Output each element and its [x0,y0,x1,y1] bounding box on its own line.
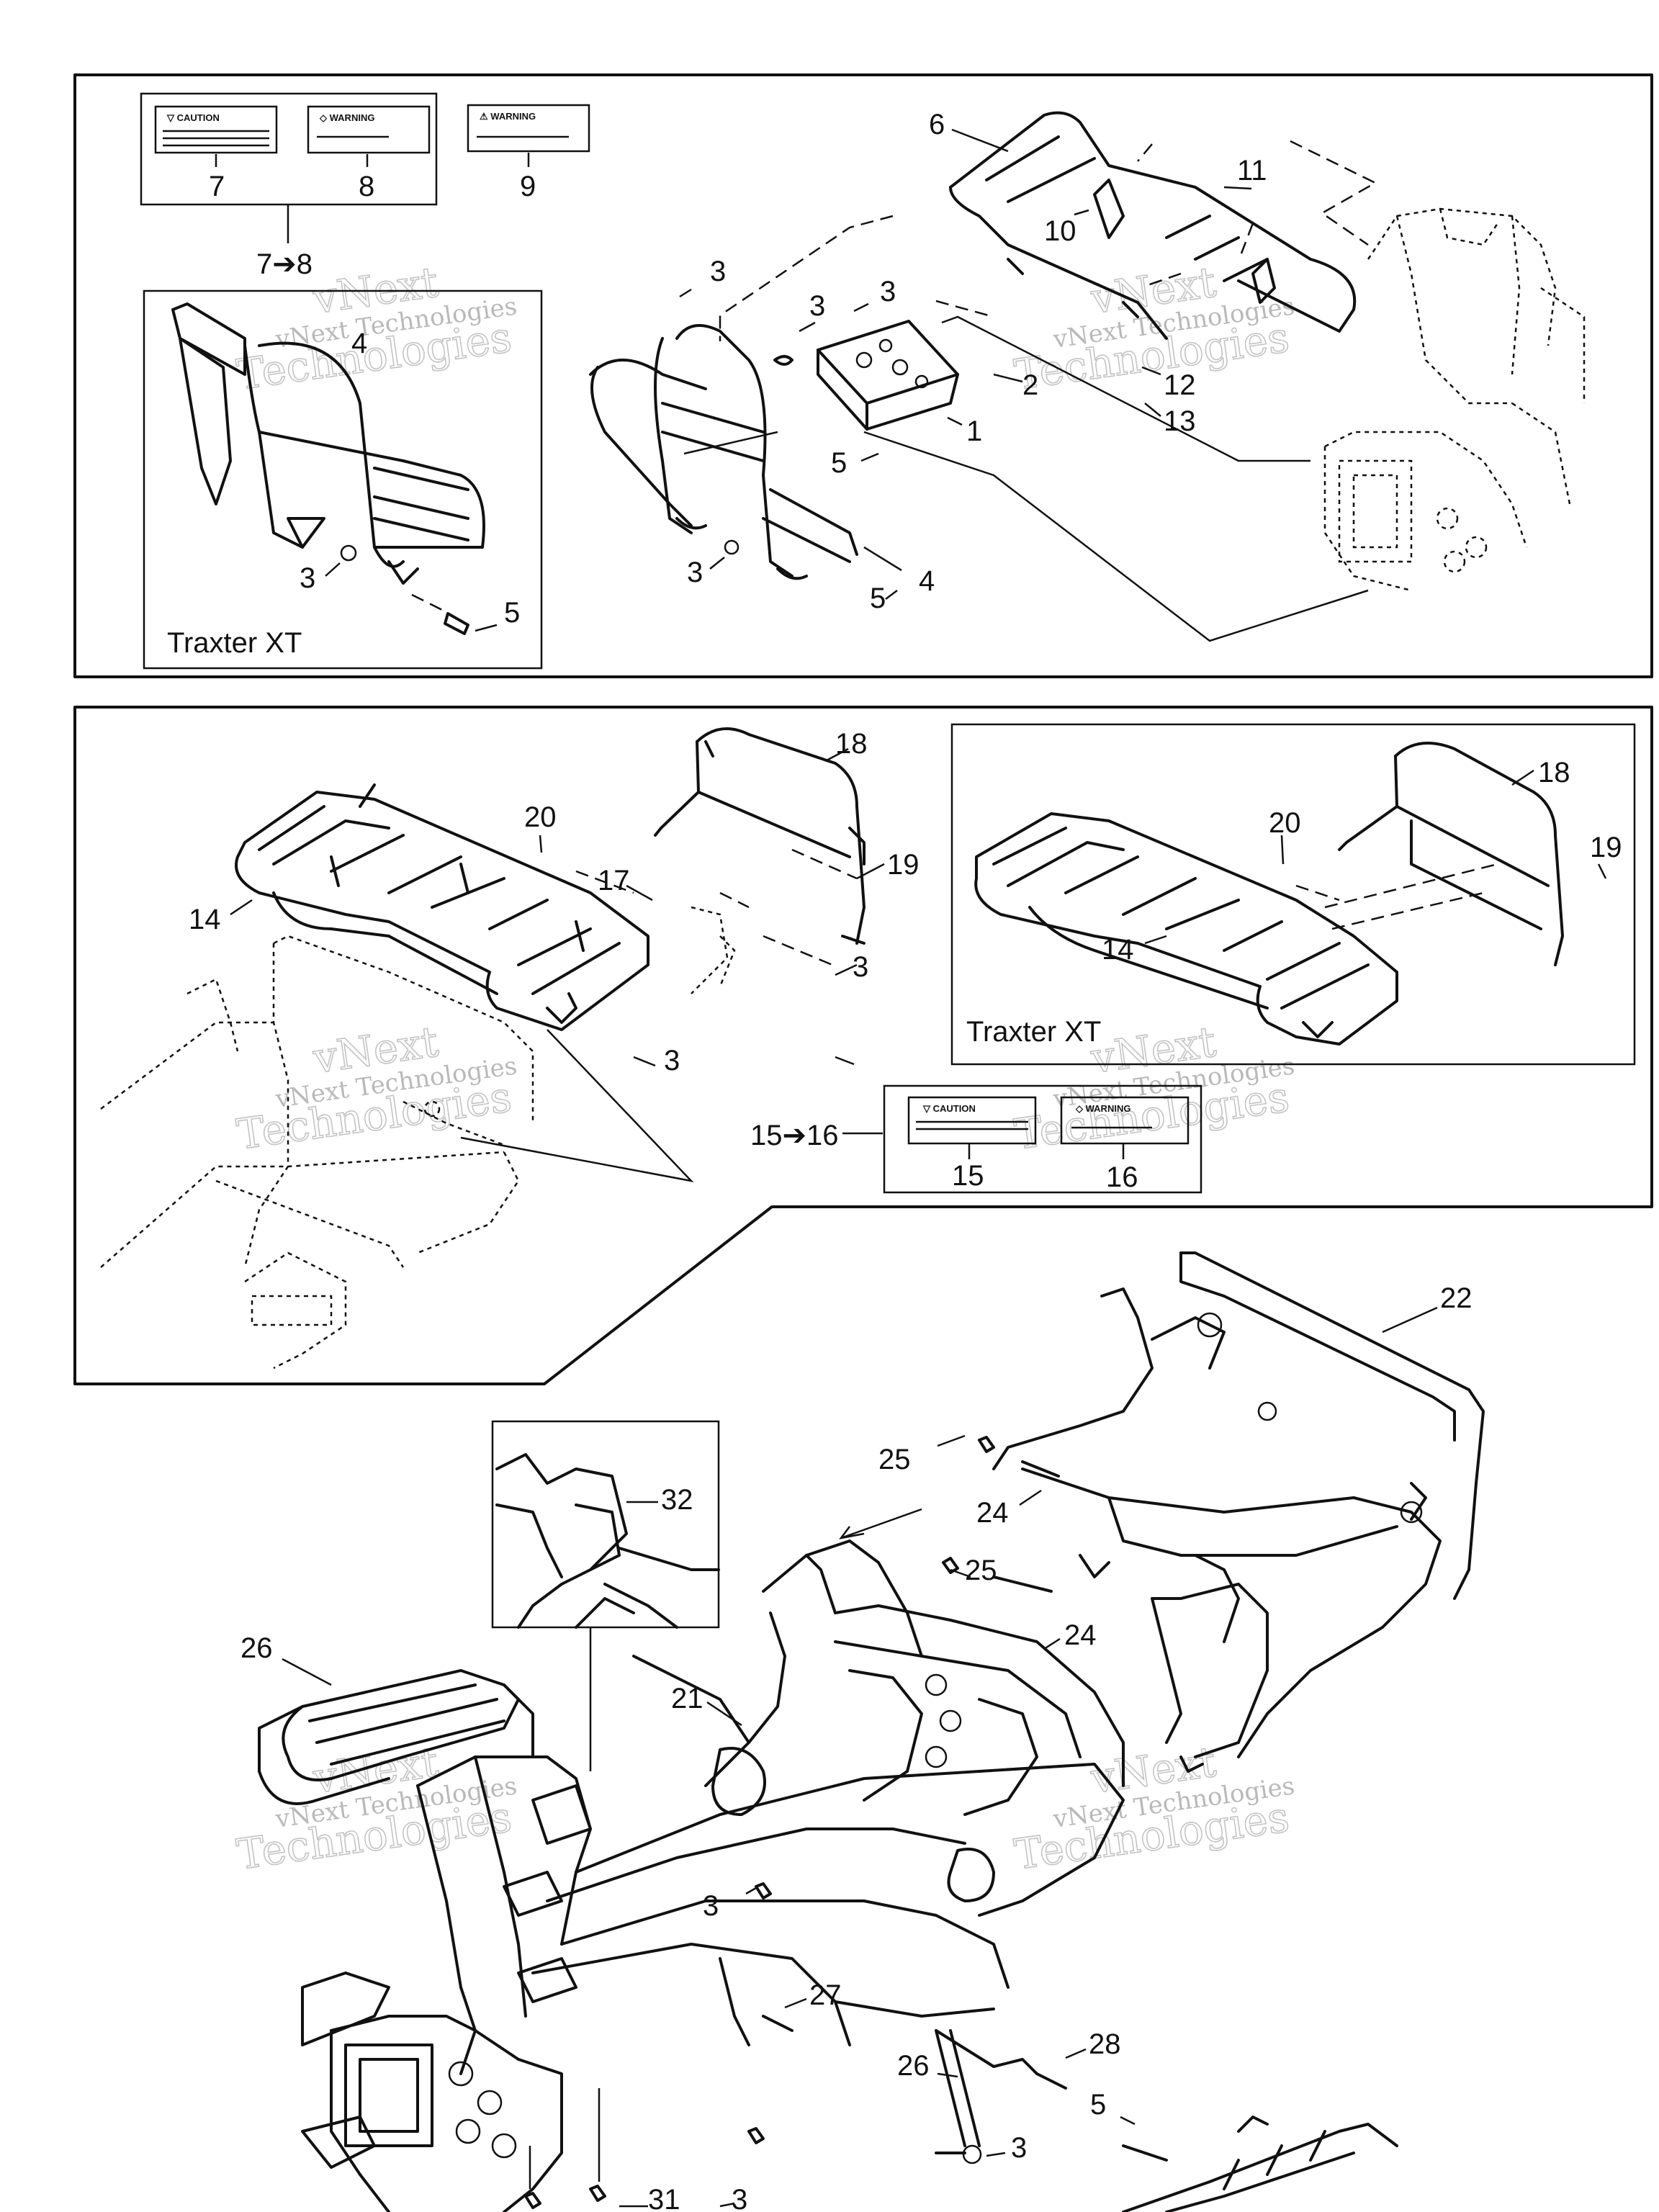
callout-11: 11 [1237,155,1267,186]
callout-10: 10 [1044,215,1076,247]
callout-13: 13 [1164,405,1196,437]
main-frame-drawing [531,1539,1125,2046]
callout-19-inset: 19 [1590,832,1622,863]
callout-17: 17 [598,865,630,896]
callout-4-inset: 4 [351,328,367,359]
top-leaders [325,128,1252,632]
rear-rack-drawing [235,783,649,1031]
callout-22: 22 [1440,1282,1473,1314]
decal-16: ◇ WARNING [1060,1096,1190,1145]
front-bumper-xt-drawing [171,302,485,635]
decal-9: ⚠ WARNING [467,104,590,153]
callout-24-b: 25 [965,1555,997,1586]
decal-group-frame [140,92,438,206]
callout-25: 26 [240,1632,273,1664]
callout-19: 19 [887,849,920,881]
bottom-callouts: 22 25 24 25 24 32 26 21 3 27 26 28 3 5 3… [240,1282,1473,2212]
rear-rack-top-drawing [949,111,1357,340]
callout-21: 21 [671,1683,703,1714]
detail-32-drawing [495,1453,720,1629]
side-footrest-drawing [1122,2116,1398,2212]
detail-box-32 [491,1420,720,1629]
grab-bar-drawing [654,727,866,945]
callout-23-b: 24 [1064,1619,1097,1651]
callout-14: 14 [189,904,221,935]
decal-7: ▽ CAUTION [154,105,278,154]
middle-panel-border [73,706,1653,1385]
callout-3-inset: 3 [300,562,315,594]
middle-callouts: 18 19 20 17 14 3 3 15➔16 15 16 18 19 20 … [189,728,1622,1193]
inset-traxter-xt-middle [950,723,1636,1066]
callout-4: 4 [919,565,935,597]
top-callouts: 7 8 9 7➔8 4 3 5 Traxter XT 3 3 3 6 11 10… [167,109,1267,659]
middle-panel: ▽ CAUTION ◇ WARNING [73,706,1653,1385]
callout-12: 12 [1164,369,1196,401]
callout-28: 28 [1089,2028,1121,2060]
callout-3-a: 3 [710,256,726,287]
callout-23-a: 24 [976,1497,1009,1529]
callout-24-a: 25 [878,1444,911,1475]
callout-5-a: 5 [831,447,847,479]
callout-3-m2: 3 [664,1045,680,1076]
decal-8: ◇ WARNING [307,105,431,154]
group-label-7-8: 7➔8 [256,248,313,280]
callout-18-inset: 18 [1538,757,1570,788]
callout-20: 20 [524,801,557,833]
top-panel-border [73,73,1653,678]
callout-16: 16 [1106,1161,1138,1193]
inset-traxter-xt-top [143,289,543,670]
winch-bracket-drawing [773,320,959,431]
svg-text:▽ CAUTION: ▽ CAUTION [166,112,220,123]
callout-3-c: 3 [880,276,896,307]
decal-15: ▽ CAUTION [907,1096,1037,1145]
callout-2: 2 [1022,369,1038,401]
svg-text:▽ CAUTION: ▽ CAUTION [922,1103,976,1114]
callout-5-b1: 5 [1090,2089,1106,2121]
front-frame-drawing [301,1755,592,2212]
rear-frame-drawing [992,1251,1485,1773]
callout-3-m1: 3 [853,951,868,983]
frame-front-top-drawing [1323,207,1586,592]
frame-rear-middle-drawing [100,906,736,1370]
front-bumper-bottom-drawing [258,1669,534,1805]
middle-inset-drawing [974,742,1564,1046]
top-panel: ▽ CAUTION ◇ WARNING ⚠ WARNING [73,73,1653,678]
callout-20-inset: 20 [1269,807,1301,839]
inset-caption-middle: Traxter XT [966,1016,1101,1048]
callout-31: 31 [648,2184,680,2212]
callout-3-d: 3 [687,557,703,588]
callout-8: 8 [359,171,374,202]
svg-text:◇ WARNING: ◇ WARNING [319,112,374,123]
callout-3-b: 3 [809,290,825,322]
callout-18: 18 [835,728,868,760]
decal-group-15-16-frame [883,1084,1202,1194]
callout-5-inset: 5 [504,597,520,629]
group-label-15-16: 15➔16 [750,1120,839,1151]
bottom-leaders [282,1306,1438,2208]
callout-14-inset: 14 [1102,934,1134,966]
bottom-section [258,1251,1485,2212]
callout-26: 26 [897,2050,930,2082]
callout-7: 7 [209,171,225,202]
callout-9: 9 [520,171,536,202]
middle-leaders [230,747,1607,1067]
callout-3-b2: 3 [1011,2132,1027,2164]
svg-text:⚠ WARNING: ⚠ WARNING [480,111,536,122]
front-bumper-drawing [589,324,858,580]
callout-5-b: 5 [870,583,886,614]
callout-3-b1: 3 [703,1890,719,1922]
fasteners-bottom [524,1436,1168,2209]
callout-6: 6 [929,109,945,140]
callout-3-b3: 3 [732,2184,747,2212]
callout-27: 27 [809,1979,842,2011]
callout-32: 32 [661,1484,693,1516]
inset-caption-top: Traxter XT [167,627,302,659]
callout-1: 1 [966,415,982,447]
callout-15: 15 [952,1160,984,1192]
svg-text:◇ WARNING: ◇ WARNING [1075,1103,1130,1114]
